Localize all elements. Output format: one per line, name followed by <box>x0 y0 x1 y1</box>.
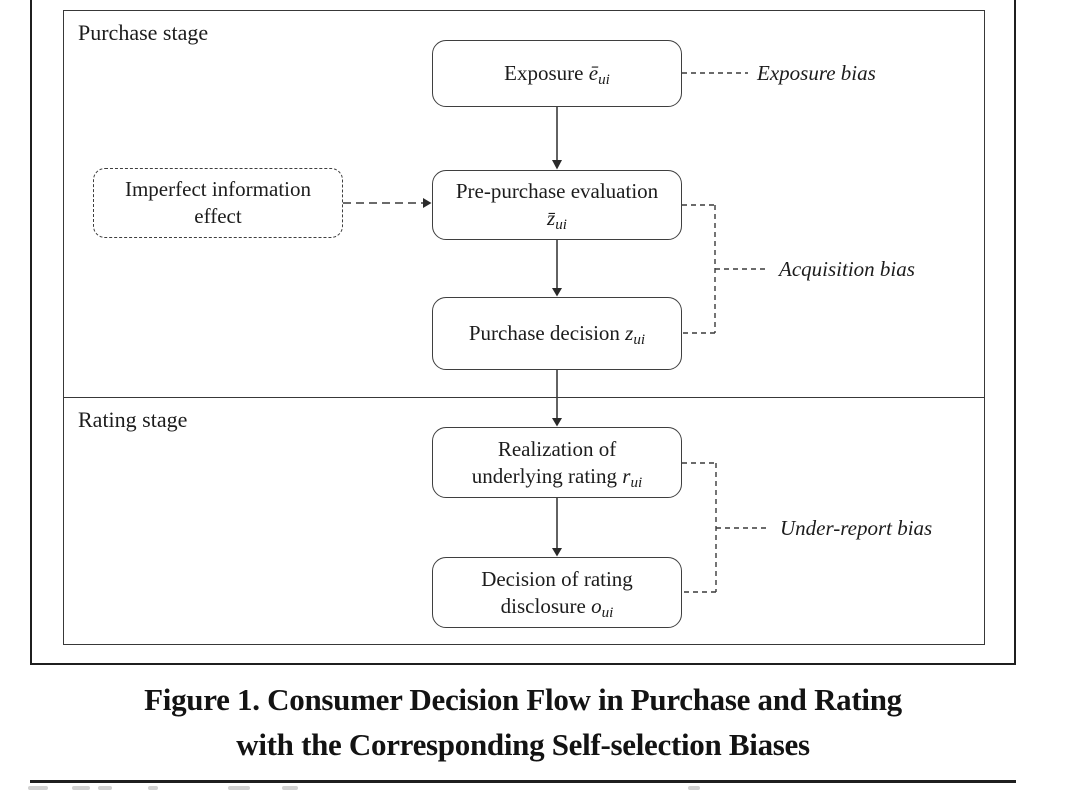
purchase-stage-label: Purchase stage <box>78 20 209 45</box>
node-purchase-decision-text: Purchase decision zui <box>468 321 646 348</box>
exposure-bias-label: Exposure bias <box>757 61 876 85</box>
node-exposure: Exposure ēui <box>432 40 682 107</box>
stage-divider <box>63 397 985 398</box>
node-pre-purchase-line1: Pre-purchase evaluation <box>455 179 659 204</box>
cropped-text-remnant <box>28 786 48 790</box>
caption-line-1: Figure 1. Consumer Decision Flow in Purc… <box>144 682 902 718</box>
cropped-text-remnant <box>72 786 90 790</box>
node-realization-line2: underlying rating rui <box>471 463 643 491</box>
node-effect-line2: effect <box>194 204 242 228</box>
node-realization-line1: Realization of <box>497 436 617 461</box>
node-effect-line1: Imperfect information <box>124 177 311 202</box>
cropped-text-remnant <box>98 786 112 790</box>
figure-caption: Figure 1. Consumer Decision Flow in Purc… <box>30 663 1016 780</box>
acquisition-bias-label: Acquisition bias <box>779 257 915 281</box>
node-realization-of-rating: Realization of underlying rating rui <box>432 427 682 498</box>
cropped-text-remnant <box>148 786 158 790</box>
cropped-text-remnant <box>282 786 298 790</box>
node-disclosure-line2: disclosure oui <box>500 593 614 621</box>
node-disclosure-line1: Decision of rating <box>481 566 633 591</box>
node-pre-purchase-evaluation: Pre-purchase evaluation z̄ui <box>432 170 682 240</box>
node-purchase-decision: Purchase decision zui <box>432 297 682 370</box>
node-exposure-text: Exposure ēui <box>504 61 610 88</box>
cropped-text-remnant <box>688 786 700 790</box>
caption-line-2: with the Corresponding Self-selection Bi… <box>236 726 810 762</box>
node-rating-disclosure: Decision of rating disclosure oui <box>432 557 682 628</box>
rating-stage-label: Rating stage <box>78 407 188 432</box>
node-pre-purchase-symbol: z̄ui <box>547 206 567 233</box>
node-imperfect-information-effect: Imperfect information effect <box>93 168 343 238</box>
cropped-text-remnant <box>228 786 250 790</box>
under-report-bias-label: Under-report bias <box>780 516 933 540</box>
